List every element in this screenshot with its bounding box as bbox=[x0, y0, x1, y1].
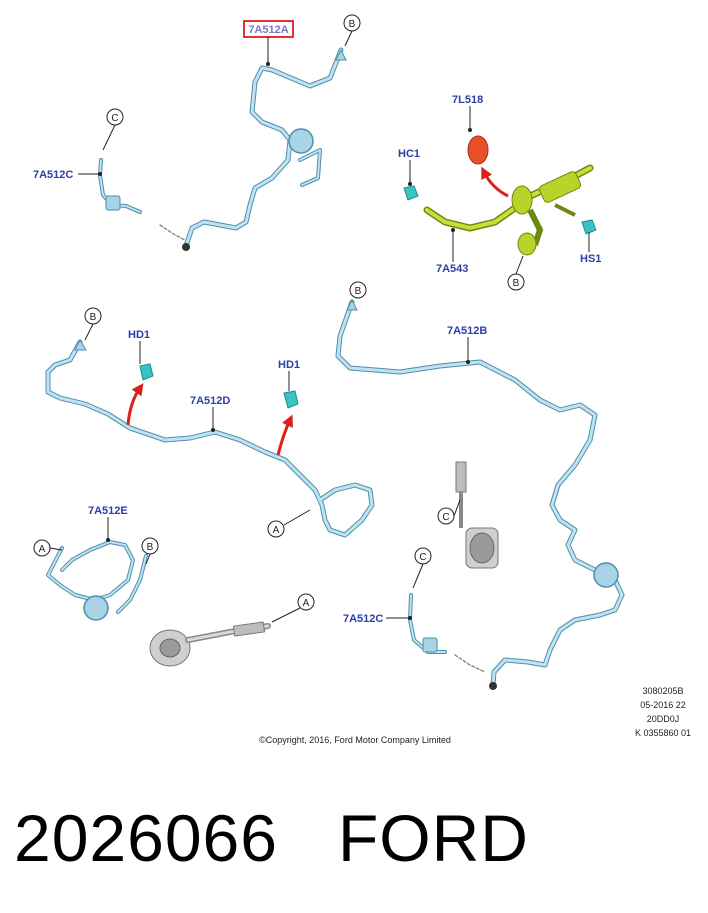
connector-letter: C bbox=[442, 512, 449, 523]
label-HD1-left: HD1 bbox=[128, 329, 150, 341]
part-number: 2026066 bbox=[14, 801, 278, 875]
brand-name: FORD bbox=[337, 801, 529, 875]
hose-7A512B bbox=[335, 299, 625, 688]
connector-circle bbox=[349, 281, 367, 299]
connector-letter: A bbox=[273, 525, 280, 536]
red-arrow bbox=[481, 166, 509, 198]
clip-HS1 bbox=[581, 219, 597, 235]
connector-letter: B bbox=[90, 312, 97, 323]
label-7A543: 7A543 bbox=[436, 263, 468, 275]
label-7A512A: 7A512A bbox=[248, 24, 288, 36]
copyright-notice: ©Copyright, 2016, Ford Motor Company Lim… bbox=[259, 735, 451, 745]
connector-letter: B bbox=[147, 542, 154, 553]
label-7A512C-bottom: 7A512C bbox=[343, 613, 383, 625]
hose-7A512E bbox=[46, 540, 148, 614]
hose-7A512D bbox=[45, 339, 375, 538]
slave-cylinder-left bbox=[149, 621, 271, 667]
connector-circle bbox=[267, 520, 285, 538]
connector-letter: B bbox=[349, 19, 356, 30]
reservoir-cap bbox=[288, 128, 314, 154]
connector-letter: A bbox=[303, 598, 310, 609]
red-arrow bbox=[276, 414, 293, 456]
label-HC1: HC1 bbox=[398, 148, 420, 160]
hose-fitting bbox=[105, 195, 121, 211]
connector-letter: B bbox=[355, 286, 362, 297]
connector-letter: C bbox=[419, 552, 426, 563]
slave-cylinder-right bbox=[455, 461, 499, 569]
hose-end-arrow bbox=[335, 48, 347, 61]
reservoir-cap bbox=[83, 595, 109, 621]
clip-HD1-left bbox=[139, 363, 154, 381]
reservoir-cap bbox=[593, 562, 619, 588]
clip-HD1-right bbox=[283, 390, 299, 409]
label-7L518: 7L518 bbox=[452, 94, 483, 106]
clutch-master-assembly bbox=[423, 164, 594, 256]
hose-assembly-top-left bbox=[98, 47, 344, 251]
label-7A512E: 7A512E bbox=[88, 505, 128, 517]
red-arrow bbox=[126, 383, 144, 426]
label-7A512D: 7A512D bbox=[190, 395, 230, 407]
part-7L518 bbox=[467, 135, 489, 165]
label-7A512B: 7A512B bbox=[447, 325, 487, 337]
connector-letter: A bbox=[39, 544, 46, 555]
illustration-date: 05-2016 22 bbox=[640, 700, 686, 710]
label-HS1: HS1 bbox=[580, 253, 601, 265]
connector-letter: C bbox=[111, 113, 118, 124]
illustration-ref: K 0355860 01 bbox=[634, 728, 692, 738]
hose-end-cap bbox=[182, 243, 190, 251]
clip-HC1 bbox=[403, 185, 419, 201]
label-7A512C: 7A512C bbox=[33, 169, 73, 181]
connector-circle bbox=[297, 593, 315, 611]
connector-letter: B bbox=[513, 278, 520, 289]
label-HD1-right: HD1 bbox=[278, 359, 300, 371]
illustration-model-code: 20DD0J bbox=[646, 714, 680, 724]
footer-caption: 2026066 FORD bbox=[14, 800, 529, 876]
illustration-code: 3080205B bbox=[642, 686, 684, 696]
